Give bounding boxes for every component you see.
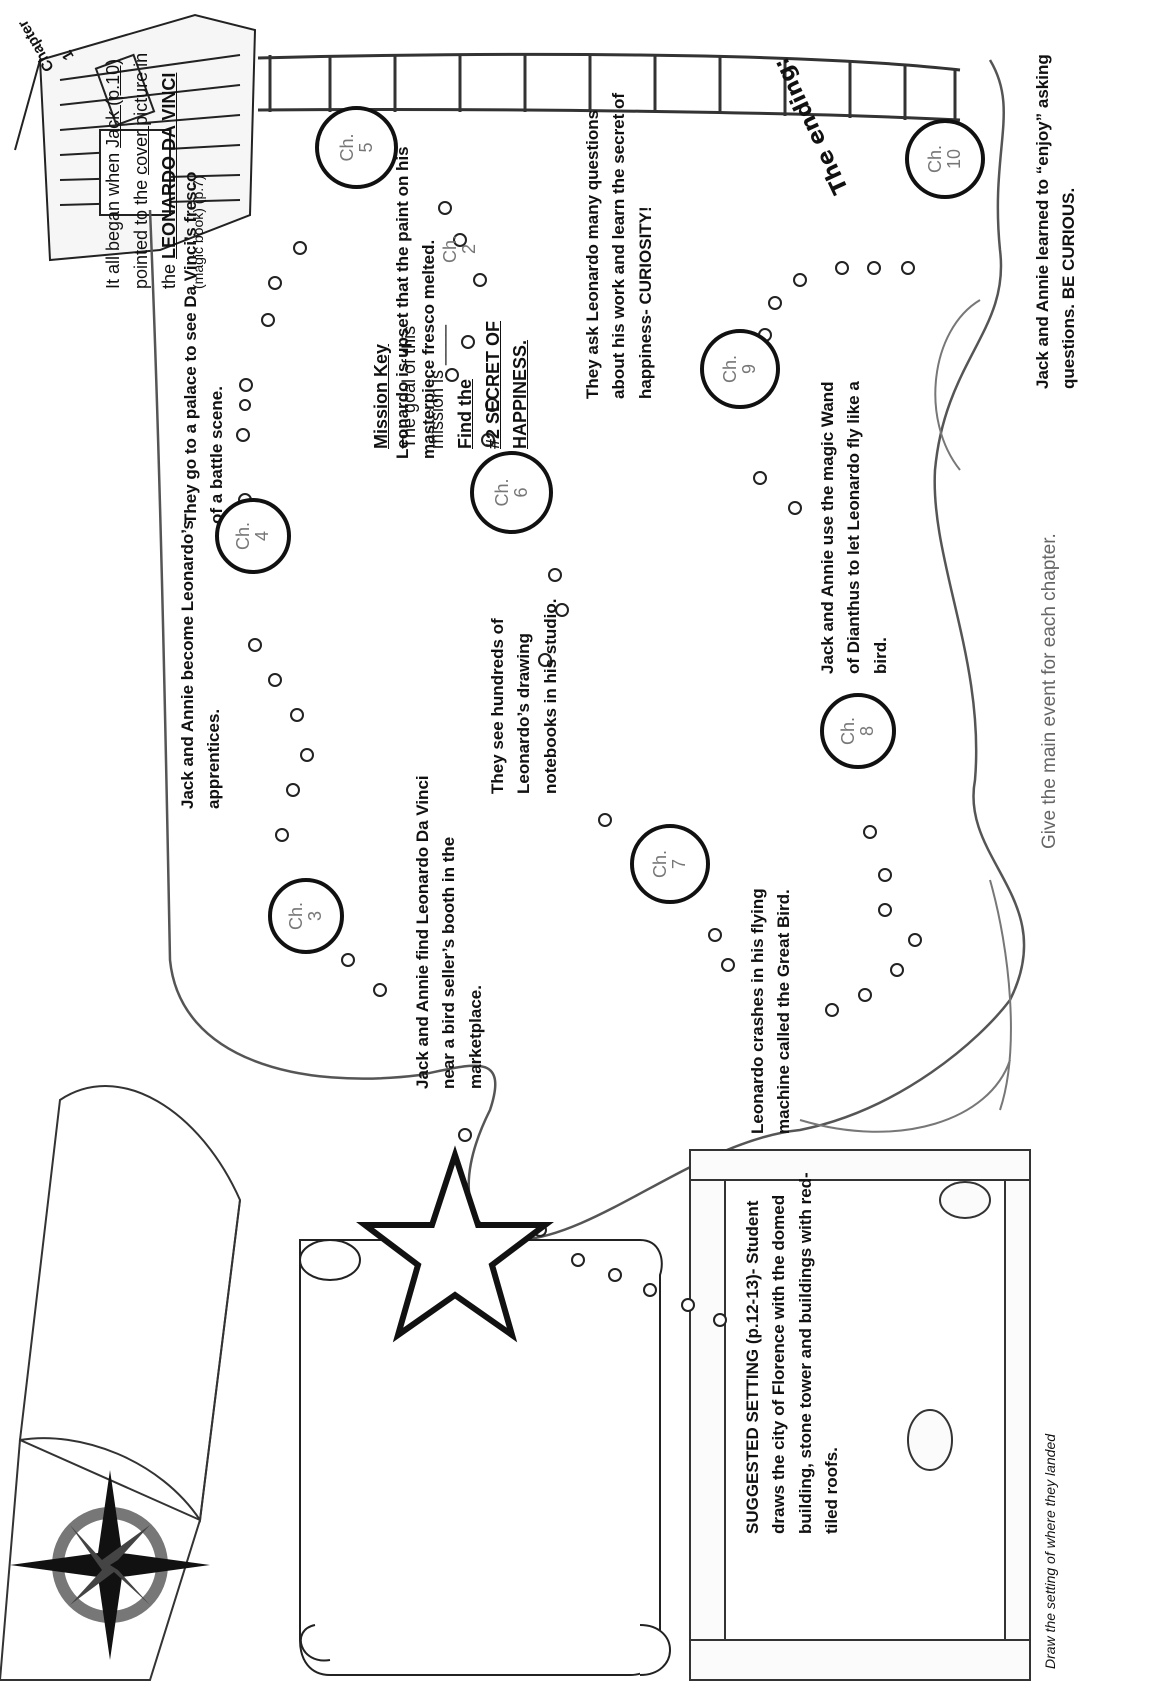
instruction-text: Give the main event for each chapter.	[1035, 533, 1064, 849]
chapter-10-marker: Ch.10	[905, 119, 985, 199]
chapter-7-marker: Ch.7	[630, 824, 710, 904]
chapter-8-marker: Ch.8	[820, 693, 896, 769]
suggested-setting: SUGGESTED SETTING (p.12-13)- Student dra…	[740, 1164, 845, 1534]
chapter-3-marker: Ch.3	[268, 878, 344, 954]
event-ch7: Leonardo crashes in his flying machine c…	[745, 824, 798, 1134]
event-ch10: Jack and Annie learned to “enjoy” asking…	[1030, 49, 1083, 389]
event-ch4: They go to a palace to see Da Vinci’s fr…	[178, 164, 231, 524]
page-heading: Chapter 1	[6, 0, 81, 76]
chapter-6-marker: Ch.6	[470, 451, 553, 534]
event-ch3: Jack and Annie become Leonardo’s apprent…	[175, 489, 228, 809]
event-ch5: Leonardo is upset that the paint on his …	[390, 99, 443, 459]
chapter-9-marker: Ch.9	[700, 329, 780, 409]
event-ch8: Jack and Annie use the magic Wand of Dia…	[815, 374, 894, 674]
event-ch9: They ask Leonardo many questions about h…	[580, 89, 659, 399]
event-ch2: Jack and Annie find Leonardo Da Vinci ne…	[410, 759, 489, 1089]
event-ch6: They see hundreds of Leonardo’s drawing …	[485, 594, 564, 794]
ending-heading: The ending:	[765, 51, 858, 199]
setting-caption: Draw the setting of where they landed	[1040, 1434, 1062, 1669]
chapter-5-marker: Ch.5	[315, 106, 398, 189]
